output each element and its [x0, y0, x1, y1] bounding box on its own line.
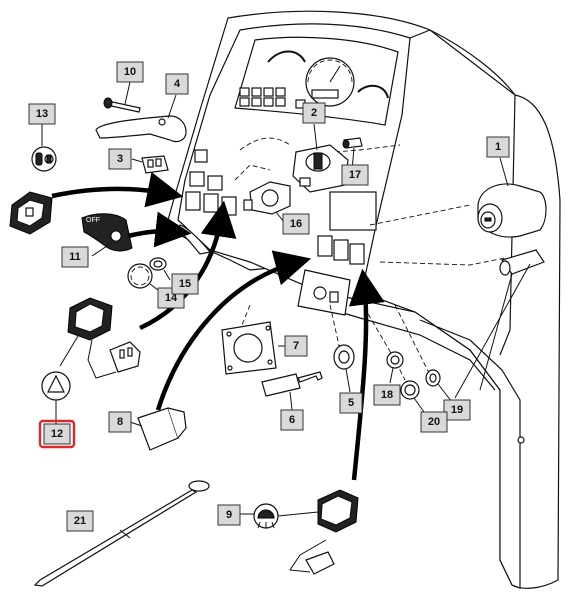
off-label: OFF — [86, 217, 100, 224]
assembly-centerlines — [234, 137, 506, 381]
callout-4[interactable]: 4 — [165, 73, 189, 95]
rotary-switch — [292, 123, 349, 193]
callout-13[interactable]: 13 — [28, 103, 56, 125]
rocker-switch-12 — [41, 297, 141, 424]
knob-14 — [127, 263, 159, 291]
callout-7-number: 7 — [293, 340, 299, 352]
callout-19[interactable]: 19 — [443, 399, 471, 421]
grommet-18 — [386, 351, 404, 384]
work-light-icon — [257, 509, 275, 529]
callout-20-number: 20 — [428, 416, 440, 428]
clip-19 — [425, 369, 453, 403]
key-icon — [261, 373, 301, 397]
callout-3[interactable]: 3 — [108, 148, 132, 170]
ignition-switch — [477, 157, 547, 238]
callout-2-number: 2 — [311, 107, 317, 119]
callout-17-number: 17 — [349, 169, 361, 181]
callout-4-number: 4 — [174, 78, 181, 90]
callout-11-number: 11 — [69, 251, 81, 263]
callout-13-number: 13 — [36, 108, 48, 120]
dipstick-21 — [33, 480, 210, 587]
callout-21[interactable]: 21 — [66, 510, 94, 532]
screw-10 — [103, 81, 141, 113]
callout-10-number: 10 — [124, 66, 136, 78]
warning-light-grid — [239, 87, 306, 109]
callout-5-number: 5 — [348, 397, 354, 409]
warning-triangle-icon — [47, 374, 65, 393]
callout-15-number: 15 — [179, 278, 191, 290]
callout-1[interactable]: 1 — [486, 136, 510, 158]
instrument-cluster — [234, 36, 399, 126]
key-6 — [261, 371, 323, 411]
switch-9 — [240, 489, 359, 575]
switch-slots-right — [297, 191, 377, 316]
callout-5[interactable]: 5 — [339, 392, 363, 414]
callout-18[interactable]: 18 — [373, 384, 401, 406]
callout-18-number: 18 — [381, 389, 393, 401]
callout-9-number: 9 — [226, 509, 232, 521]
bolt-17 — [342, 137, 363, 171]
headlight-icon — [35, 152, 54, 166]
callout-8-number: 8 — [117, 416, 123, 428]
callout-6[interactable]: 6 — [280, 409, 304, 431]
connector-3 — [131, 155, 169, 174]
cover-plate-8 — [129, 407, 187, 451]
callout-20[interactable]: 20 — [420, 411, 448, 433]
callout-14-number: 14 — [165, 292, 178, 304]
callout-21-number: 21 — [74, 515, 86, 527]
callout-16[interactable]: 16 — [282, 213, 310, 235]
lock-nut-5 — [333, 344, 355, 393]
switch-label-plate-11: OFF — [81, 213, 133, 257]
gauge-icon — [267, 50, 306, 63]
callout-15[interactable]: 15 — [171, 273, 199, 295]
callout-7[interactable]: 7 — [284, 335, 308, 357]
callout-16-number: 16 — [290, 218, 302, 230]
callout-11[interactable]: 11 — [61, 246, 89, 268]
rocker-switch-13 — [9, 124, 57, 235]
callout-6-number: 6 — [289, 414, 295, 426]
lever-handle-4 — [95, 94, 187, 143]
callout-10[interactable]: 10 — [116, 61, 144, 83]
callout-2[interactable]: 2 — [302, 102, 326, 124]
callout-12-number: 12 — [51, 428, 63, 440]
gauge-plate-7 — [221, 321, 286, 375]
callout-9[interactable]: 9 — [217, 504, 241, 526]
indicator-lamp-socket — [454, 249, 545, 399]
callout-1-number: 1 — [495, 141, 501, 153]
callout-8[interactable]: 8 — [108, 411, 132, 433]
callout-19-number: 19 — [451, 404, 463, 416]
nut-15 — [149, 257, 171, 281]
switch-body-16 — [243, 181, 291, 223]
callout-17[interactable]: 17 — [341, 164, 369, 186]
callout-3-number: 3 — [117, 153, 123, 165]
callout-12[interactable]: 12 — [38, 419, 76, 449]
selected-callout-highlight — [38, 419, 76, 449]
bulb-socket-20 — [400, 380, 425, 413]
